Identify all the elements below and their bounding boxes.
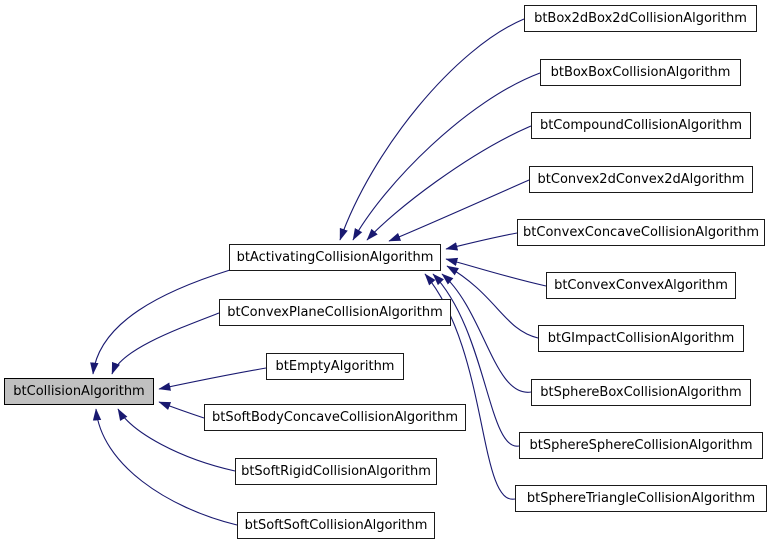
node-btSoftRigidCollisionAlgorithm[interactable]: btSoftRigidCollisionAlgorithm bbox=[235, 458, 437, 485]
node-btSoftBodyConcaveCollisionAlgorithm[interactable]: btSoftBodyConcaveCollisionAlgorithm bbox=[204, 404, 466, 431]
edge-btBoxBoxCollisionAlgorithm-to-btActivatingCollisionAlgorithm bbox=[352, 72, 541, 241]
edge-btSoftRigidCollisionAlgorithm-to-btCollisionAlgorithm bbox=[117, 408, 236, 472]
edge-btBox2dBox2dCollisionAlgorithm-to-btActivatingCollisionAlgorithm bbox=[339, 18, 525, 241]
edge-btGImpactCollisionAlgorithm-to-btActivatingCollisionAlgorithm bbox=[446, 265, 539, 339]
edge-btActivatingCollisionAlgorithm-to-btCollisionAlgorithm bbox=[90, 269, 231, 375]
node-btEmptyAlgorithm[interactable]: btEmptyAlgorithm bbox=[266, 353, 404, 380]
node-btSphereBoxCollisionAlgorithm[interactable]: btSphereBoxCollisionAlgorithm bbox=[531, 379, 751, 406]
edge-btConvexConvexAlgorithm-to-btActivatingCollisionAlgorithm bbox=[445, 257, 547, 287]
node-btBoxBoxCollisionAlgorithm[interactable]: btBoxBoxCollisionAlgorithm bbox=[540, 59, 741, 86]
node-btActivatingCollisionAlgorithm[interactable]: btActivatingCollisionAlgorithm bbox=[229, 244, 441, 271]
edge-btConvexPlaneCollisionAlgorithm-to-btCollisionAlgorithm bbox=[111, 312, 220, 375]
node-btBox2dBox2dCollisionAlgorithm[interactable]: btBox2dBox2dCollisionAlgorithm bbox=[524, 5, 757, 32]
edge-btSoftBodyConcaveCollisionAlgorithm-to-btCollisionAlgorithm bbox=[158, 401, 205, 419]
edge-btCompoundCollisionAlgorithm-to-btActivatingCollisionAlgorithm bbox=[366, 125, 532, 241]
edge-btSphereBoxCollisionAlgorithm-to-btActivatingCollisionAlgorithm bbox=[441, 273, 532, 393]
node-btGImpactCollisionAlgorithm[interactable]: btGImpactCollisionAlgorithm bbox=[538, 325, 744, 352]
edge-btConvexConcaveCollisionAlgorithm-to-btActivatingCollisionAlgorithm bbox=[445, 232, 518, 251]
node-btSphereSphereCollisionAlgorithm[interactable]: btSphereSphereCollisionAlgorithm bbox=[519, 432, 763, 459]
node-btSoftSoftCollisionAlgorithm[interactable]: btSoftSoftCollisionAlgorithm bbox=[237, 512, 435, 539]
node-btConvexConvexAlgorithm[interactable]: btConvexConvexAlgorithm bbox=[546, 272, 736, 299]
node-btConvex2dConvex2dAlgorithm[interactable]: btConvex2dConvex2dAlgorithm bbox=[529, 166, 753, 193]
edge-btSphereSphereCollisionAlgorithm-to-btActivatingCollisionAlgorithm bbox=[432, 273, 520, 447]
node-btConvexPlaneCollisionAlgorithm[interactable]: btConvexPlaneCollisionAlgorithm bbox=[219, 299, 451, 326]
edge-btConvex2dConvex2dAlgorithm-to-btActivatingCollisionAlgorithm bbox=[388, 179, 530, 242]
edge-btEmptyAlgorithm-to-btCollisionAlgorithm bbox=[158, 367, 267, 391]
node-btConvexConcaveCollisionAlgorithm[interactable]: btConvexConcaveCollisionAlgorithm bbox=[517, 219, 765, 246]
node-btCollisionAlgorithm: btCollisionAlgorithm bbox=[4, 378, 154, 405]
node-btCompoundCollisionAlgorithm[interactable]: btCompoundCollisionAlgorithm bbox=[531, 112, 751, 139]
edge-btSoftSoftCollisionAlgorithm-to-btCollisionAlgorithm bbox=[92, 408, 238, 526]
node-btSphereTriangleCollisionAlgorithm[interactable]: btSphereTriangleCollisionAlgorithm bbox=[515, 485, 767, 512]
